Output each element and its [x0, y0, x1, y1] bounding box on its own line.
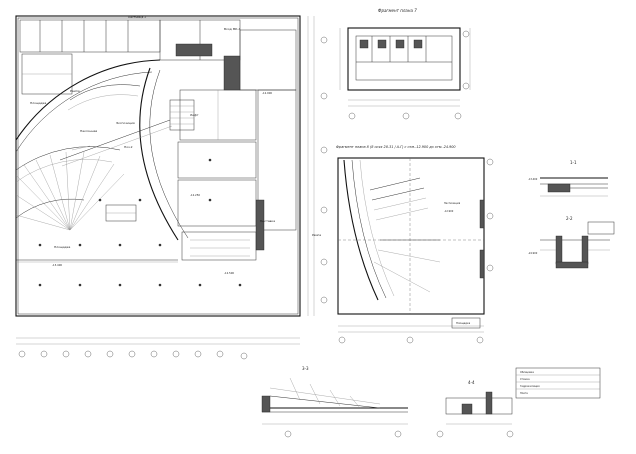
level-mark-2: -12.500 — [224, 271, 234, 275]
fragment-8-label-1: Площадка — [456, 321, 471, 325]
main-dimensions — [16, 16, 315, 345]
section-4-title: 4-4 — [468, 380, 475, 385]
fragment-8: Фрагмент плана 8 (8 осях 28-31 / А-Г) с … — [312, 145, 494, 344]
main-label-4: Наклонная — [80, 129, 97, 133]
section-1-1: 1-1 -13.400 — [528, 160, 608, 197]
notes-item-0: Облицовка — [520, 371, 534, 374]
level-mark-6: -24.900 — [528, 252, 538, 255]
column-grid-dots — [38, 158, 242, 287]
main-label-2: Площадка — [30, 101, 47, 105]
section-3-title: 3-3 — [302, 366, 309, 371]
fragment-7-title: Фрагмент плана 7 — [378, 8, 417, 13]
level-mark-3: -12.250 — [190, 193, 200, 197]
diagonal-ramp — [59, 119, 173, 167]
level-mark-4: -12.900 — [444, 210, 454, 213]
notes-item-3: Плита — [520, 392, 528, 395]
fragment-8-label-2: Экспозиция — [444, 201, 461, 205]
level-mark-0: -12.900 — [262, 91, 272, 95]
section-1-title: 1-1 — [570, 160, 577, 165]
top-rooms — [19, 19, 297, 95]
section-2-title: 2-2 — [566, 216, 573, 221]
notes-item-2: Гидроизоляция — [520, 385, 540, 388]
main-label-1: Вход МК-4 — [224, 27, 240, 31]
level-mark-1: -13.400 — [52, 263, 62, 267]
notes-item-1: Стяжка — [520, 378, 530, 381]
main-label-8: Выставка — [260, 219, 275, 223]
main-label-9: Площадка — [54, 245, 71, 249]
main-label-7: Лифт — [190, 113, 199, 117]
section-2-2: 2-2 -24.900 — [528, 216, 615, 269]
main-floor-plan: Лестница 2 Вход МК-4 Площадка Рампа Накл… — [15, 15, 328, 360]
level-mark-5: -13.400 — [528, 178, 538, 181]
main-label-3: Рампа — [70, 89, 80, 93]
grid-axis-bubbles-right — [320, 36, 328, 304]
section-4-4: 4-4 Облицовка Стяжка Гидроизоляция Плита — [436, 367, 601, 438]
section-3-3: 3-3 — [261, 366, 408, 438]
notes-box: Облицовка Стяжка Гидроизоляция Плита — [515, 367, 601, 399]
grid-axis-bubbles-bottom — [18, 350, 248, 360]
right-rooms — [169, 55, 297, 261]
radial-fan — [15, 151, 125, 231]
main-label-0: Лестница 2 — [128, 15, 146, 19]
main-label-6: Экспозиция — [116, 121, 135, 125]
fragment-7: Фрагмент плана 7 — [339, 8, 471, 120]
fragment-8-label-0: Рампа — [312, 233, 321, 237]
fragment-8-title: Фрагмент плана 8 (8 осях 28-31 / А-Г) с … — [336, 145, 456, 149]
curved-gallery — [15, 59, 189, 241]
main-label-5: Поз.2 — [124, 145, 133, 149]
